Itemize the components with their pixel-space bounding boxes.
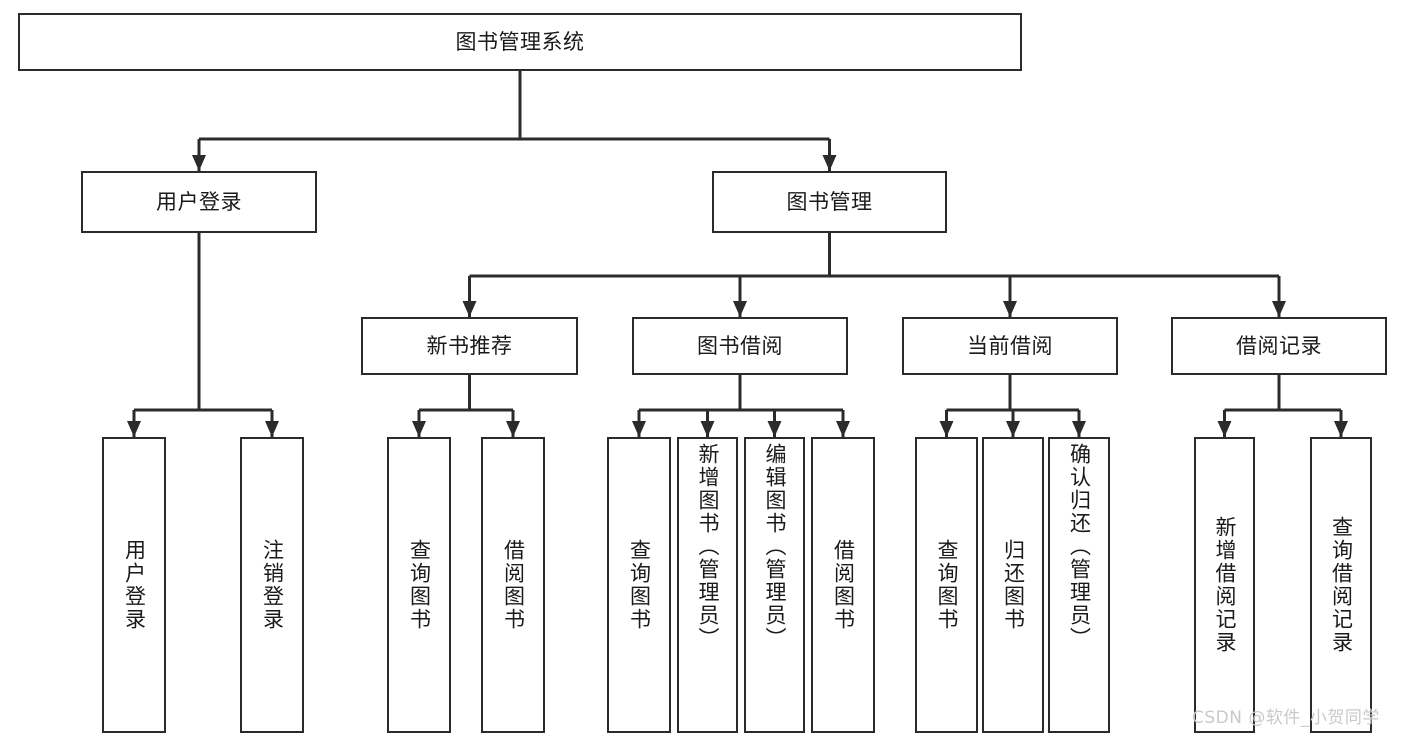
leaf-current-confirm-return-admin[interactable]: 确认归还（管理员） (1048, 437, 1110, 733)
node-label: 确认归还（管理员） (1067, 443, 1092, 650)
leaf-borrow-add-book-admin[interactable]: 新增图书（管理员） (677, 437, 738, 733)
leaf-borrow-borrow-book[interactable]: 借阅图书 (811, 437, 875, 733)
leaf-current-return-book[interactable]: 归还图书 (982, 437, 1044, 733)
node-borrow-record[interactable]: 借阅记录 (1171, 317, 1387, 375)
node-root-system[interactable]: 图书管理系统 (18, 13, 1022, 71)
leaf-borrow-edit-book-admin[interactable]: 编辑图书（管理员） (744, 437, 805, 733)
leaf-user-login[interactable]: 用户登录 (102, 437, 166, 733)
node-new-book-recommend[interactable]: 新书推荐 (361, 317, 578, 375)
node-label: 查询图书 (935, 539, 959, 631)
leaf-current-query-book[interactable]: 查询图书 (915, 437, 978, 733)
leaf-user-logout[interactable]: 注销登录 (240, 437, 304, 733)
node-label: 借阅图书 (501, 539, 526, 631)
node-label: 新增借阅记录 (1213, 516, 1237, 654)
node-label: 借阅图书 (831, 539, 856, 631)
node-user-login-module[interactable]: 用户登录 (81, 171, 317, 233)
node-label: 查询图书 (627, 539, 652, 631)
node-label: 借阅记录 (1236, 333, 1322, 358)
node-label: 注销登录 (260, 539, 285, 631)
node-book-management-module[interactable]: 图书管理 (712, 171, 947, 233)
leaf-newbook-borrow-book[interactable]: 借阅图书 (481, 437, 545, 733)
node-label: 图书管理 (786, 189, 873, 214)
leaf-record-add-borrow-record[interactable]: 新增借阅记录 (1194, 437, 1255, 733)
node-book-borrow[interactable]: 图书借阅 (632, 317, 848, 375)
node-label: 新增图书（管理员） (696, 443, 720, 650)
node-label: 当前借阅 (967, 333, 1053, 358)
node-label: 图书借阅 (697, 333, 783, 358)
leaf-newbook-query-book[interactable]: 查询图书 (387, 437, 451, 733)
node-label: 用户登录 (156, 189, 242, 214)
node-label: 用户登录 (122, 539, 147, 631)
node-label: 查询借阅记录 (1329, 516, 1354, 654)
node-label: 新书推荐 (426, 333, 513, 358)
node-current-borrow[interactable]: 当前借阅 (902, 317, 1118, 375)
node-label: 归还图书 (1001, 539, 1026, 631)
node-label: 图书管理系统 (455, 29, 585, 54)
node-label: 编辑图书（管理员） (763, 443, 787, 650)
node-label: 查询图书 (407, 539, 432, 631)
leaf-borrow-query-book[interactable]: 查询图书 (607, 437, 671, 733)
watermark-text: CSDN @软件_小贺同学 (1192, 708, 1380, 728)
leaf-record-query-borrow-record[interactable]: 查询借阅记录 (1310, 437, 1372, 733)
